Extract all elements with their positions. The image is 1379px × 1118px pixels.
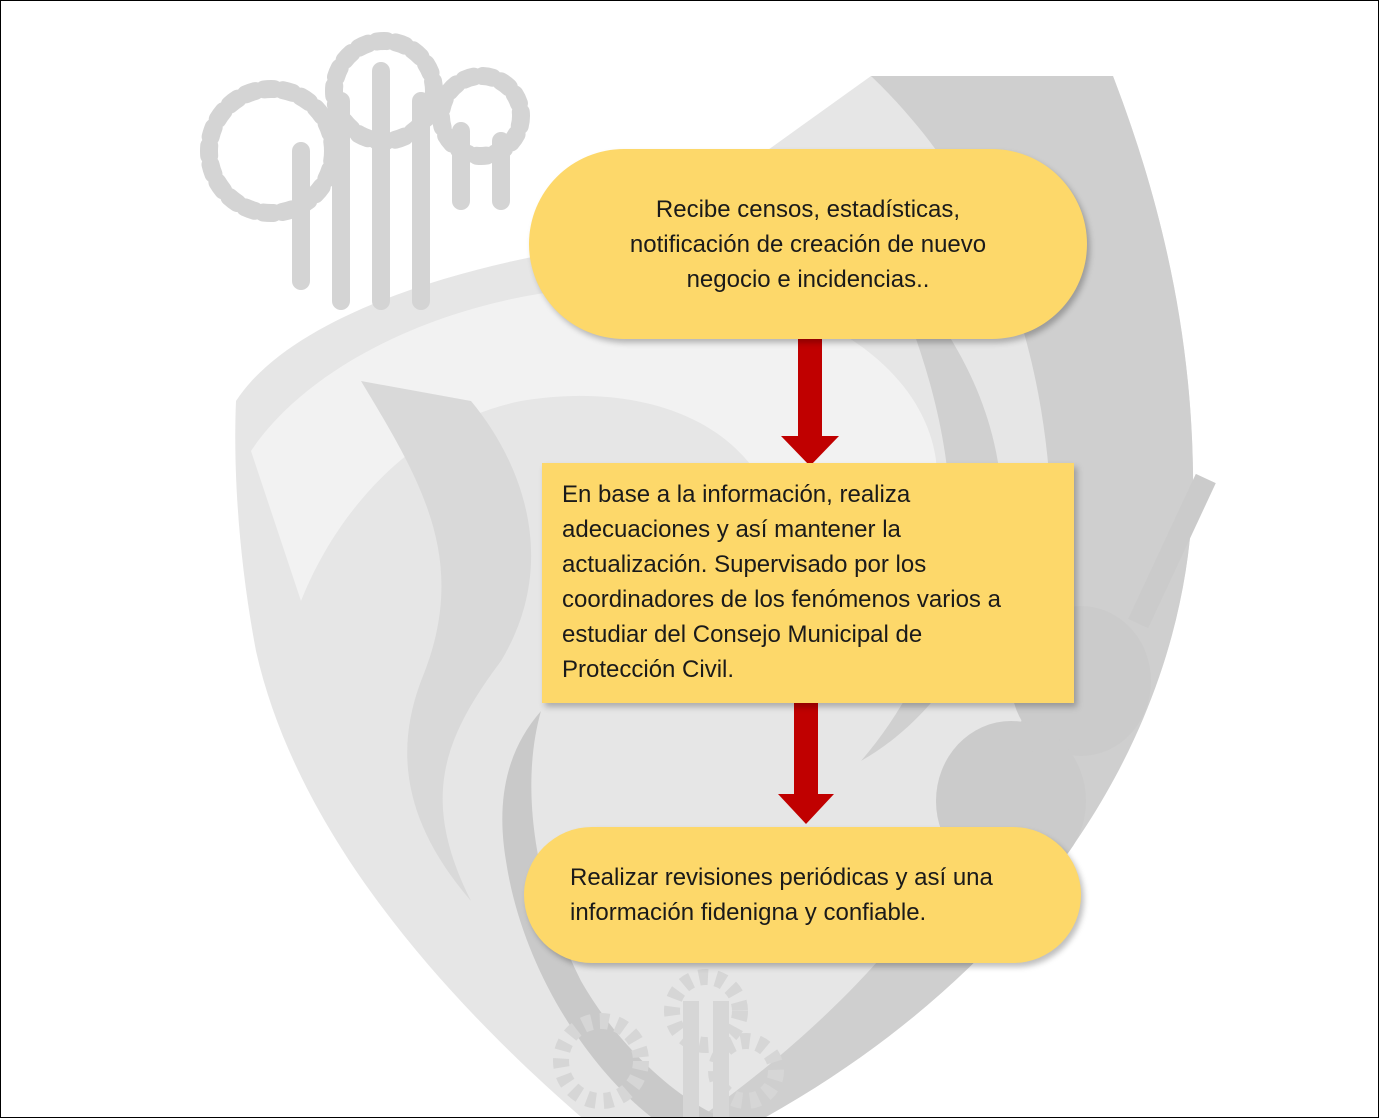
- process-step-3: Realizar revisiones periódicas y así una…: [524, 827, 1081, 963]
- step-2-text: En base a la información, realiza adecua…: [562, 481, 1001, 683]
- cactus-icon: [553, 969, 784, 1117]
- cactus-icon: [200, 32, 530, 310]
- process-step-1: Recibe censos, estadísticas, notificació…: [529, 149, 1087, 339]
- arrow-down-icon: [778, 693, 834, 824]
- step-3-text: Realizar revisiones periódicas y así una…: [570, 864, 993, 926]
- process-step-2: En base a la información, realiza adecua…: [542, 463, 1074, 703]
- step-1-text: Recibe censos, estadísticas, notificació…: [629, 195, 987, 293]
- arrow-down-icon: [781, 336, 839, 466]
